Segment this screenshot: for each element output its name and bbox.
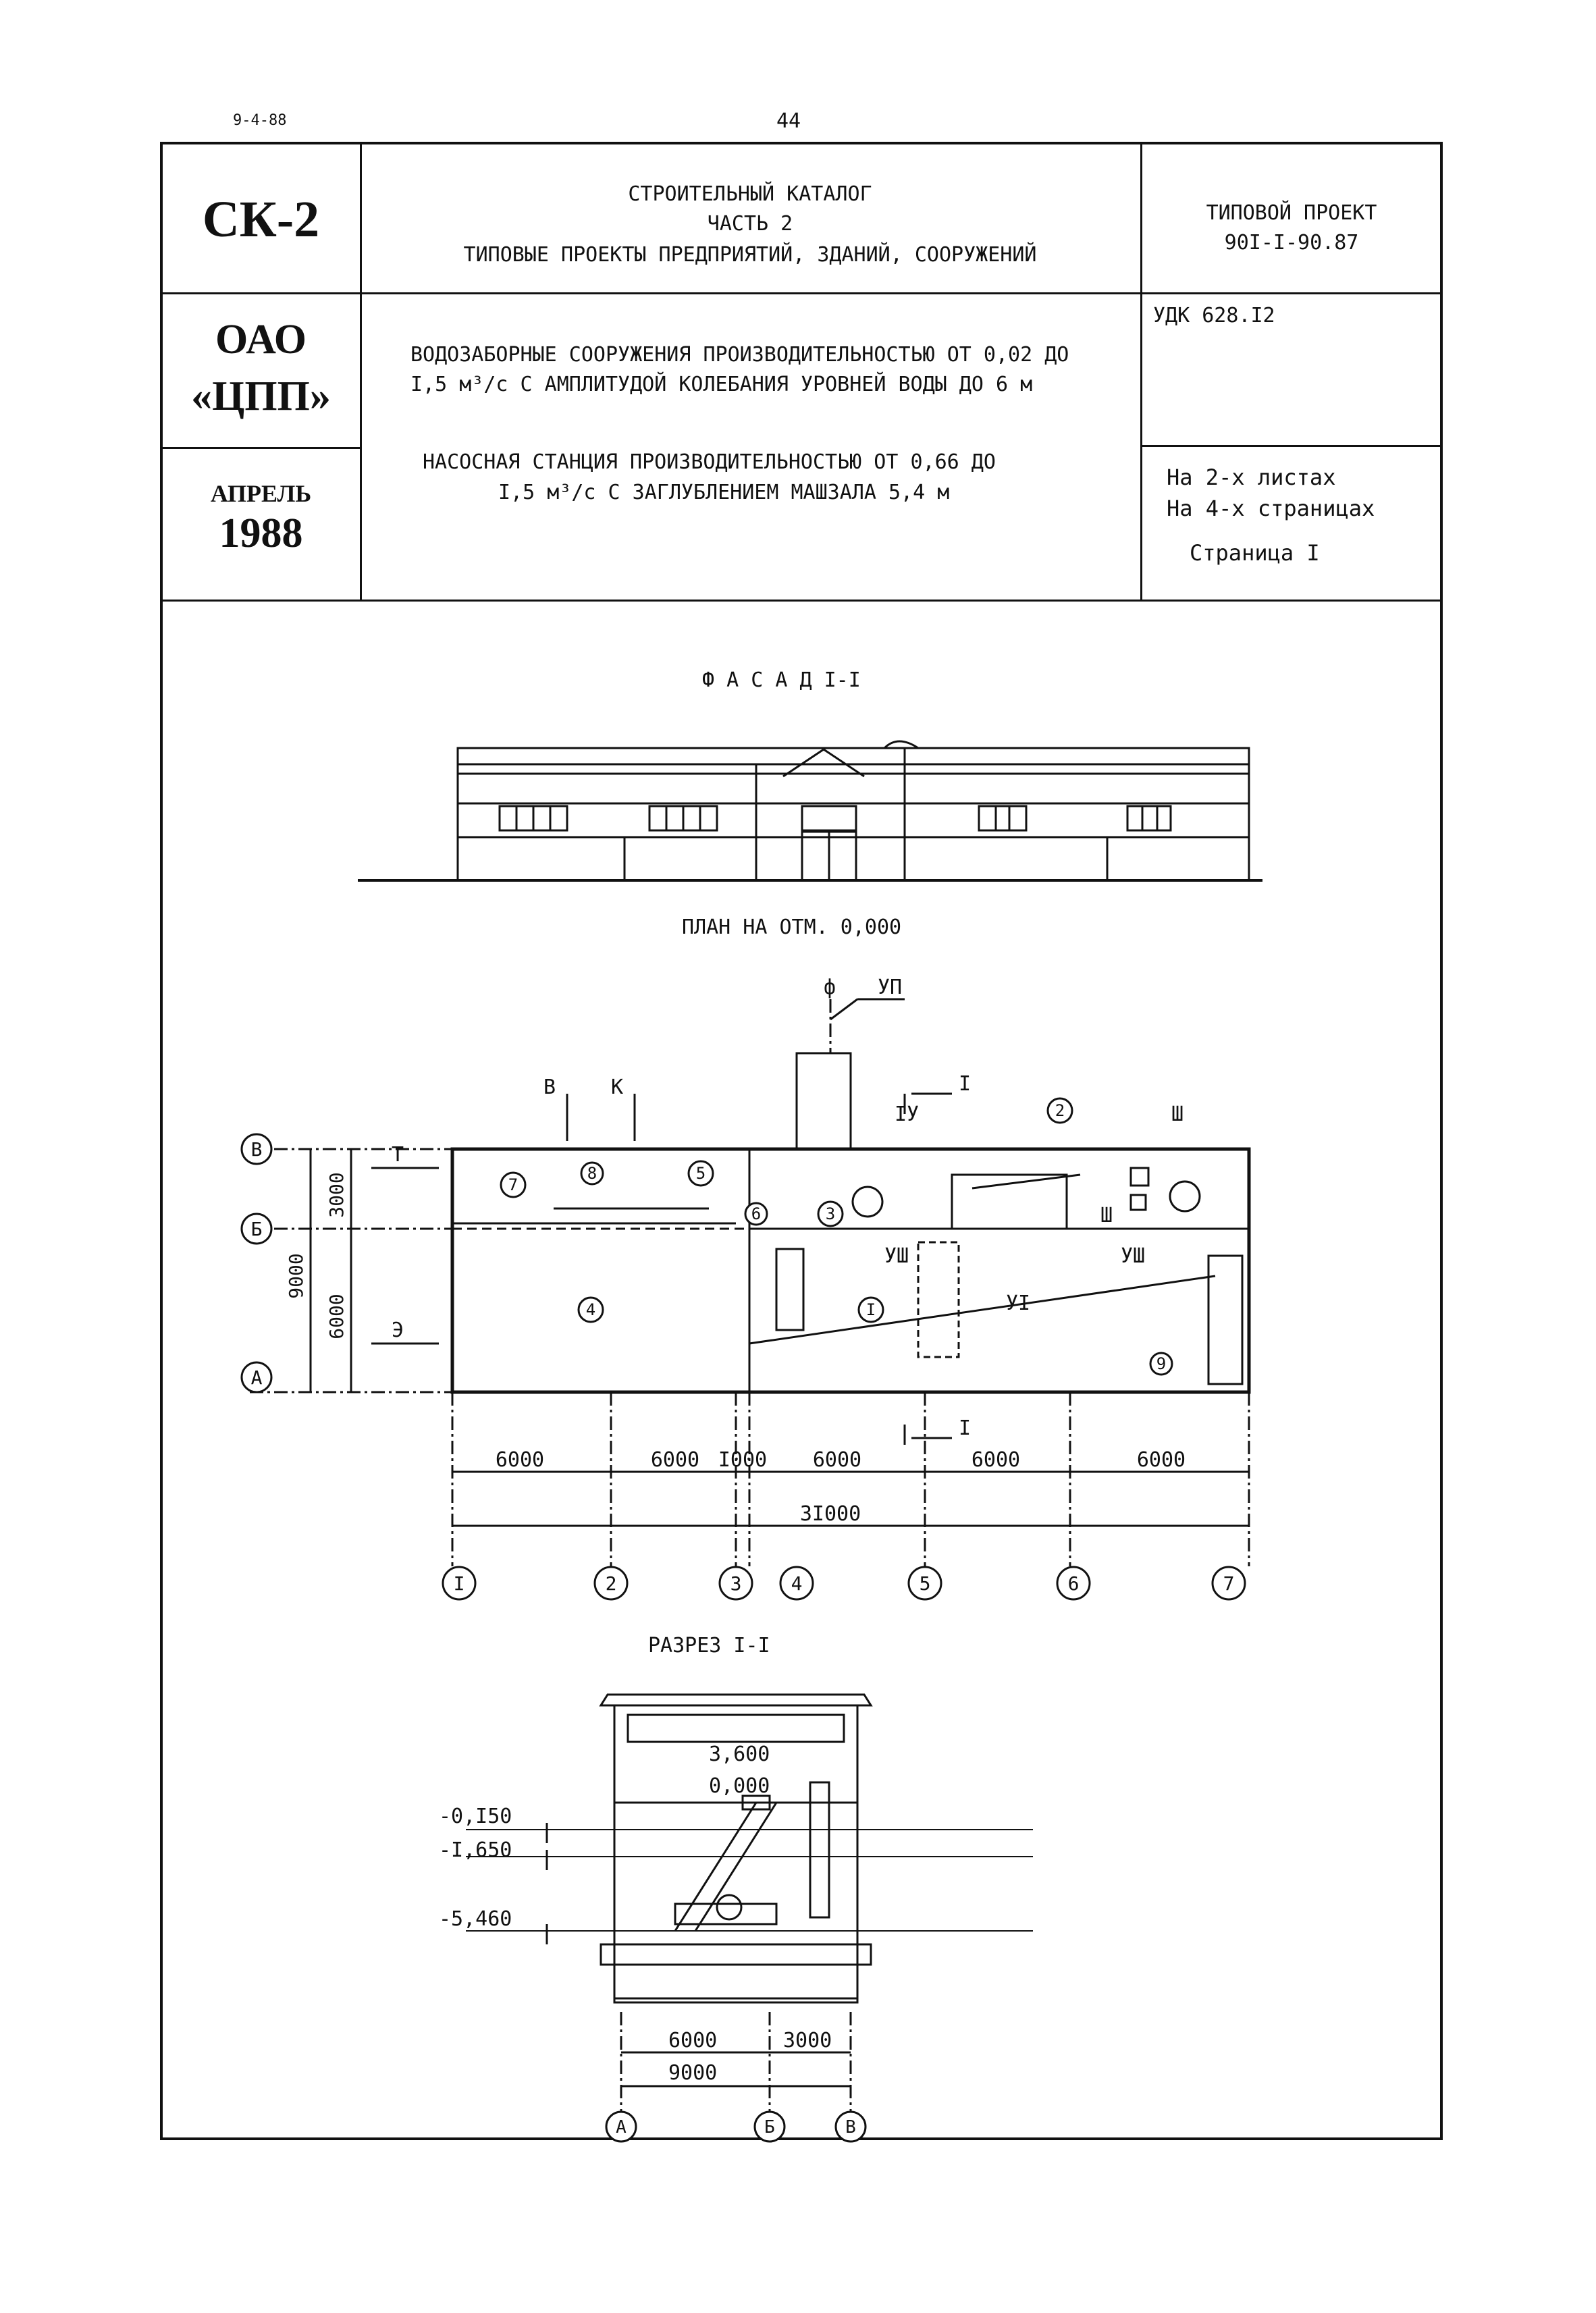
room-2: 2 — [1055, 1101, 1065, 1120]
label-sh-2: Ш — [1100, 1204, 1113, 1227]
label-section-top: I — [959, 1072, 971, 1096]
level-3600: 3,600 — [709, 1743, 770, 1766]
col-dim-6: 6000 — [1137, 1448, 1186, 1472]
col-axis-2: 2 — [606, 1572, 617, 1595]
catalog-line-1: СТРОИТЕЛЬНЫЙ КАТАЛОГ — [628, 182, 872, 206]
section-axis-a: А — [616, 2117, 627, 2137]
level-minus-1650: -I,650 — [439, 1838, 512, 1862]
room-4: 4 — [586, 1300, 595, 1319]
room-1: I — [866, 1300, 876, 1319]
label-ush-2: УШ — [1121, 1244, 1145, 1268]
page-index: Страница I — [1190, 540, 1320, 566]
col-dim-3: I000 — [718, 1448, 767, 1472]
col-dim-5: 6000 — [972, 1448, 1020, 1472]
section-dim-6000: 6000 — [668, 2029, 717, 2052]
plan-drawing: 7 8 5 6 3 4 I 2 9 ф УП В К Т Э I I IУ Ш … — [240, 976, 1251, 1601]
project-code: 90I-I-90.87 — [1224, 231, 1359, 255]
row-dim-6000: 6000 — [325, 1294, 348, 1339]
col-axis-5: 5 — [920, 1572, 931, 1595]
section-axis-b: Б — [764, 2117, 775, 2137]
section-title: РАЗРЕЗ I-I — [648, 1634, 770, 1657]
facade-drawing — [358, 740, 1262, 882]
total-dim: 3I000 — [800, 1502, 861, 1526]
row-axis-v: В — [251, 1138, 263, 1161]
room-6: 6 — [751, 1204, 761, 1223]
row-axis-b: Б — [251, 1218, 263, 1240]
left-divider-2 — [160, 447, 361, 449]
col-dim-2: 6000 — [651, 1448, 699, 1472]
udk-code: УДК 628.I2 — [1153, 304, 1275, 327]
level-minus-0150: -0,I50 — [439, 1805, 512, 1828]
header-col-1 — [360, 142, 362, 601]
description-line-2: I,5 м³/с С АМПЛИТУДОЙ КОЛЕБАНИЯ УРОВНЕЙ … — [410, 373, 1033, 396]
label-v: В — [543, 1075, 556, 1099]
subject-line-2: I,5 м³/с С ЗАГЛУБЛЕНИЕМ МАШЗАЛА 5,4 м — [498, 481, 950, 504]
catalog-line-3: ТИПОВЫЕ ПРОЕКТЫ ПРЕДПРИЯТИЙ, ЗДАНИЙ, СОО… — [463, 243, 1037, 267]
level-minus-5460: -5,460 — [439, 1907, 512, 1931]
room-9: 9 — [1156, 1354, 1166, 1373]
col-dim-1: 6000 — [496, 1448, 544, 1472]
label-k: К — [611, 1075, 623, 1099]
catalog-line-2: ЧАСТЬ 2 — [707, 212, 793, 236]
label-t: Т — [392, 1143, 404, 1167]
sheets-count: На 2-х листах — [1167, 464, 1336, 490]
room-8: 8 — [587, 1164, 597, 1183]
row-dim-3000: 3000 — [325, 1172, 348, 1217]
date-year: 1988 — [219, 510, 303, 556]
date-month: АПРЕЛЬ — [210, 480, 312, 507]
col-axis-7: 7 — [1223, 1572, 1235, 1595]
subject-line-1: НАСОСНАЯ СТАНЦИЯ ПРОИЗВОДИТЕЛЬНОСТЬЮ ОТ … — [423, 450, 996, 474]
organization-line-2: «ЦПП» — [191, 373, 331, 419]
room-5: 5 — [696, 1164, 706, 1183]
page-number: 44 — [776, 109, 801, 133]
label-section-bottom: I — [959, 1416, 971, 1440]
header-col-2 — [1140, 142, 1142, 601]
section-drawing: -0,I50 -I,650 -5,460 3,600 0,000 6000 30… — [439, 1693, 1033, 2143]
level-0000: 0,000 — [709, 1774, 770, 1798]
col-axis-1: I — [454, 1572, 465, 1595]
top-code: 9-4-88 — [233, 112, 287, 129]
col-axis-4: 4 — [791, 1572, 803, 1595]
facade-title: Ф А С А Д I-I — [702, 668, 861, 692]
room-3: 3 — [826, 1204, 835, 1223]
col-axis-6: 6 — [1068, 1572, 1080, 1595]
row-dim-9000: 9000 — [285, 1253, 307, 1298]
page-frame — [160, 142, 1443, 2140]
header-divider-1 — [160, 292, 1443, 294]
label-ui: УI — [1006, 1292, 1030, 1315]
label-sh-1: Ш — [1171, 1102, 1183, 1126]
label-f: ф — [824, 976, 836, 999]
col-dim-4: 6000 — [813, 1448, 861, 1472]
section-dim-3000: 3000 — [783, 2029, 832, 2052]
project-line-1: ТИПОВОЙ ПРОЕКТ — [1206, 201, 1377, 225]
row-axis-a: А — [251, 1366, 263, 1389]
series-code: СК-2 — [202, 191, 320, 248]
header-divider-bottom — [160, 600, 1443, 602]
right-divider-2 — [1141, 445, 1443, 447]
col-axis-3: 3 — [730, 1572, 742, 1595]
organization-line-1: ОАО — [215, 317, 307, 363]
description-line-1: ВОДОЗАБОРНЫЕ СООРУЖЕНИЯ ПРОИЗВОДИТЕЛЬНОС… — [410, 343, 1069, 367]
label-ush-1: УШ — [884, 1244, 909, 1268]
label-up: УП — [878, 976, 902, 999]
section-axis-v: В — [845, 2117, 856, 2137]
room-7: 7 — [508, 1175, 518, 1194]
label-e: Э — [392, 1319, 404, 1342]
plan-title: ПЛАН НА ОТМ. 0,000 — [682, 915, 902, 939]
section-dim-9000: 9000 — [668, 2061, 717, 2085]
pages-count: На 4-х страницах — [1167, 496, 1375, 521]
label-iu: IУ — [895, 1102, 919, 1126]
